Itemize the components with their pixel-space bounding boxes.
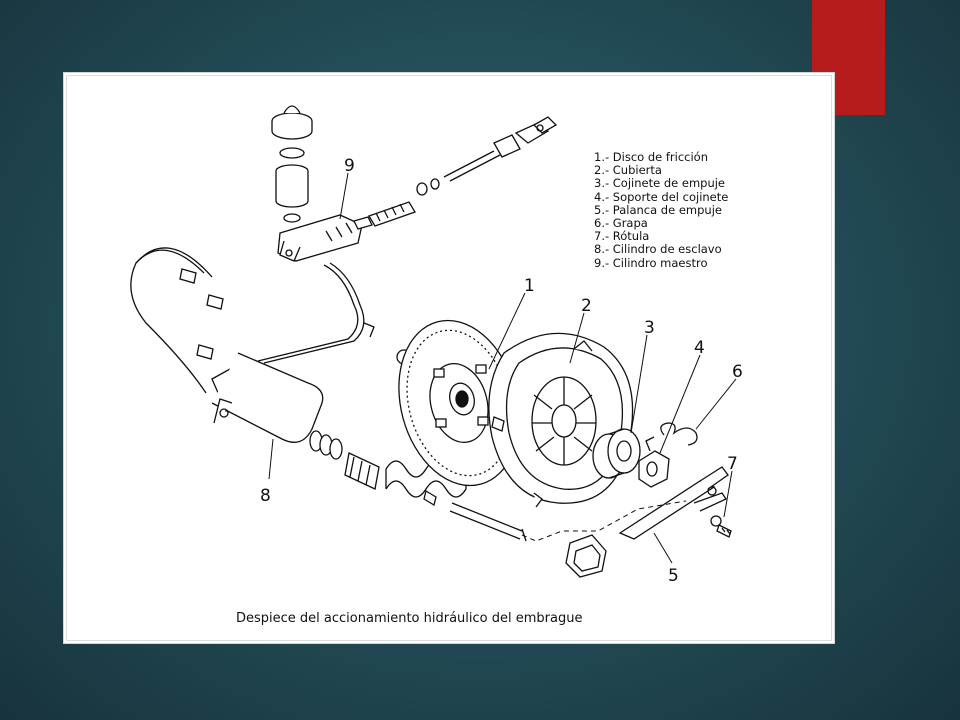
dust-boot xyxy=(565,534,607,578)
callout-3: 3 xyxy=(644,318,655,338)
ball-stud xyxy=(710,515,732,538)
callout-2: 2 xyxy=(581,296,592,316)
legend-item: 1.- Disco de fricción xyxy=(594,150,709,164)
legend-item: 9.- Cilindro maestro xyxy=(594,255,708,270)
callout-9: 9 xyxy=(344,156,355,176)
callout-5: 5 xyxy=(668,566,679,586)
legend-item: 4.- Soporte del cojinete xyxy=(594,189,729,204)
release-fork xyxy=(618,466,729,540)
hydraulic-line xyxy=(130,247,412,394)
retaining-clip xyxy=(660,422,698,446)
assembly-path xyxy=(521,500,687,542)
release-bearing xyxy=(592,428,641,479)
legend-item: 3.- Cojinete de empuje xyxy=(594,176,726,191)
callout-7: 7 xyxy=(727,454,738,474)
master-cylinder xyxy=(271,105,373,262)
friction-disc xyxy=(398,319,520,487)
exploded-diagram-figure: 9 1 2 3 4 6 7 5 8 1.- Disco de fricción … xyxy=(63,72,835,644)
callout-6: 6 xyxy=(732,362,743,382)
callout-1: 1 xyxy=(524,276,535,296)
legend-item: 2.- Cubierta xyxy=(594,163,662,178)
figure-caption: Despiece del accionamiento hidráulico de… xyxy=(236,611,583,626)
legend-item: 7.- Rótula xyxy=(594,229,650,244)
legend-item: 8.- Cilindro de esclavo xyxy=(594,242,722,257)
parts-legend: 1.- Disco de fricción 2.- Cubierta 3.- C… xyxy=(594,150,729,270)
clutch-cover xyxy=(488,332,634,508)
leader-lines xyxy=(268,172,737,564)
callout-4: 4 xyxy=(694,338,705,358)
legend-item: 5.- Palanca de empuje xyxy=(594,202,722,217)
clutch-exploded-view: 9 1 2 3 4 6 7 5 8 xyxy=(130,105,743,586)
legend-item: 6.- Grapa xyxy=(594,216,648,231)
push-rod xyxy=(368,116,558,227)
slave-cylinder xyxy=(211,352,380,490)
bearing-holder xyxy=(638,436,670,488)
callout-8: 8 xyxy=(260,486,271,506)
